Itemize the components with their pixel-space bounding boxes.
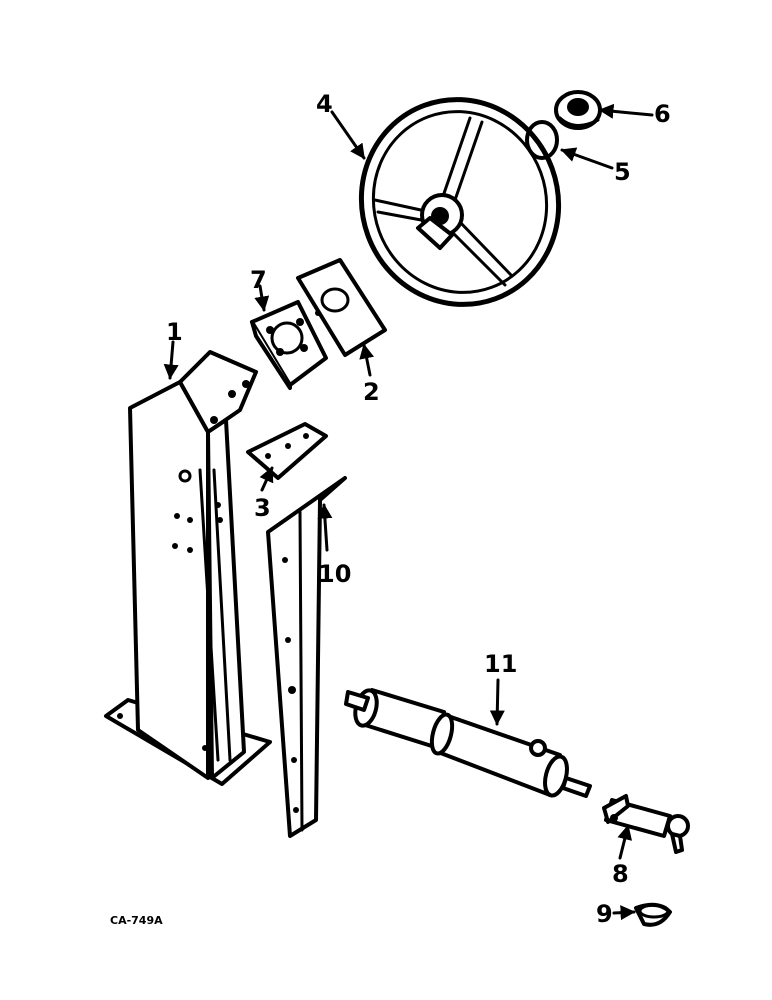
callout-4: 4 xyxy=(316,90,333,118)
hydraulic-cylinder xyxy=(344,688,592,798)
callout-8: 8 xyxy=(612,860,629,888)
callout-3: 3 xyxy=(254,494,271,522)
angle-bracket xyxy=(246,422,328,480)
drawing-code: CA-749A xyxy=(110,914,163,927)
callout-labels: 1 2 3 4 5 6 7 8 9 10 11 xyxy=(166,90,671,928)
callout-6: 6 xyxy=(654,100,671,128)
cover-plate xyxy=(296,258,387,357)
tie-rod-end xyxy=(602,794,690,854)
callout-11: 11 xyxy=(484,650,517,678)
callout-9: 9 xyxy=(596,900,613,928)
side-panel-strip xyxy=(266,476,347,838)
dust-cap xyxy=(634,902,672,927)
callout-10: 10 xyxy=(318,560,351,588)
steering-wheel xyxy=(358,97,562,307)
callout-2: 2 xyxy=(363,378,380,406)
retaining-ring xyxy=(525,120,559,160)
callout-1: 1 xyxy=(166,318,183,346)
mounting-bracket xyxy=(250,300,328,390)
steering-support-column xyxy=(104,350,272,786)
horn-button xyxy=(554,90,602,130)
callout-7: 7 xyxy=(250,266,267,294)
leader-lines xyxy=(163,103,654,921)
callout-5: 5 xyxy=(614,158,631,186)
